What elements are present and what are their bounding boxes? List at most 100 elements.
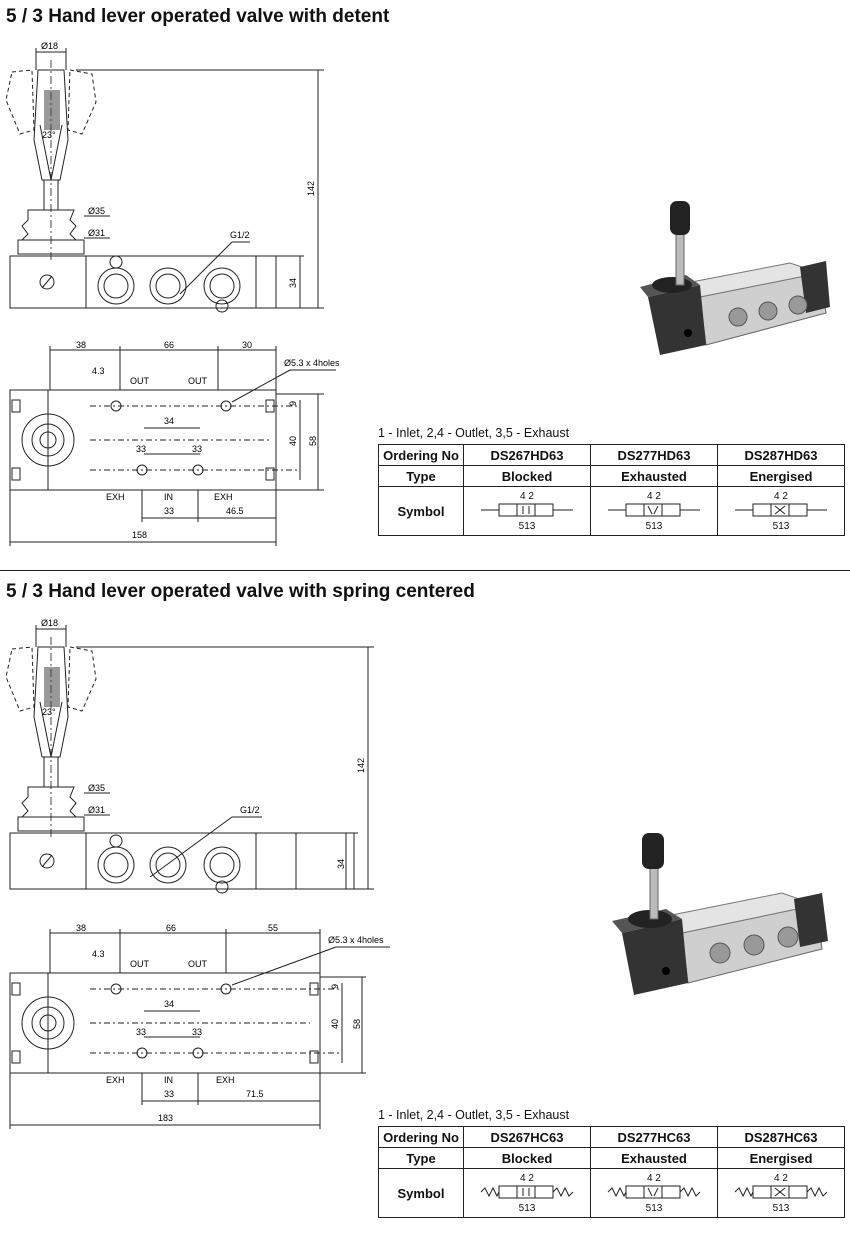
dim-length: 158 [132, 530, 147, 540]
dim-length: 183 [158, 1113, 173, 1123]
dim-9: 9 [330, 984, 340, 989]
type-cell: Blocked [463, 465, 591, 487]
dim-height: 142 [356, 758, 366, 773]
dim-66: 66 [166, 923, 176, 933]
product-photo [640, 201, 830, 355]
dim-38: 38 [76, 923, 86, 933]
type-cell: Blocked [463, 1147, 591, 1169]
type-label: Type [378, 465, 464, 487]
type-cell: Energised [717, 465, 845, 487]
type-cell: Exhausted [590, 1147, 718, 1169]
symbol-label: Symbol [378, 1168, 464, 1218]
model-cell: DS277HC63 [590, 1126, 718, 1148]
dim-body-height: 34 [336, 859, 346, 869]
symbol-cell: 4 2 513 [463, 486, 591, 536]
model-cell: DS267HD63 [463, 444, 591, 466]
symbol-ports-bottom: 513 [772, 1202, 790, 1214]
type-label: Type [378, 1147, 464, 1169]
dim-34: 34 [164, 999, 174, 1009]
label-out-2: OUT [188, 959, 208, 969]
label-out-1: OUT [130, 959, 150, 969]
label-exh-1: EXH [106, 1075, 125, 1085]
dim-boot-dia: Ø35 [88, 783, 105, 793]
valve-symbol-icon [735, 503, 827, 516]
valve-symbol-icon [480, 1185, 574, 1198]
model-cell: DS287HC63 [717, 1126, 845, 1148]
symbol-ports-top: 4 2 [647, 490, 661, 502]
section-divider [0, 570, 850, 571]
dim-9: 9 [288, 401, 298, 406]
label-exh-1: EXH [106, 492, 125, 502]
type-cell: Exhausted [590, 465, 718, 487]
label-out-1: OUT [130, 376, 150, 386]
symbol-ports-top: 4 2 [647, 1172, 661, 1184]
valve-symbol-icon [608, 503, 700, 516]
symbol-ports-top: 4 2 [774, 1172, 788, 1184]
section-title: 5 / 3 Hand lever operated valve with spr… [6, 581, 475, 602]
port-legend: 1 - Inlet, 2,4 - Outlet, 3,5 - Exhaust [378, 426, 570, 440]
dim-stem-dia: Ø18 [41, 618, 58, 628]
dim-base-dia: Ø31 [88, 805, 105, 815]
symbol-cell: 4 2 513 [590, 486, 718, 536]
dim-34: 34 [164, 416, 174, 426]
ordering-label: Ordering No [378, 1126, 464, 1148]
top-view-drawing: 38 66 55 Ø5.3 x 4holes 4.3 OUT OUT 34 33… [9, 923, 390, 1129]
type-cell: Energised [717, 1147, 845, 1169]
ordering-table: Ordering No DS267HD63 DS277HD63 DS287HD6… [378, 444, 845, 536]
symbol-ports-bottom: 513 [645, 1202, 663, 1214]
dim-43: 4.3 [92, 949, 105, 959]
dim-33b: 33 [192, 1027, 202, 1037]
side-view-drawing: Ø18 23° Ø35 Ø31 G1/2 142 34 [5, 618, 374, 894]
symbol-cell: 4 2 513 [717, 1168, 845, 1218]
symbol-ports-top: 4 2 [520, 490, 534, 502]
symbol-ports-bottom: 513 [772, 520, 790, 532]
dim-angle: 23° [42, 707, 56, 717]
symbol-ports-bottom: 513 [518, 520, 536, 532]
dim-angle: 23° [42, 130, 56, 140]
model-cell: DS287HD63 [717, 444, 845, 466]
side-view-drawing: Ø18 23° Ø35 Ø31 G1/2 142 34 [5, 41, 324, 313]
symbol-cell: 4 2 513 [590, 1168, 718, 1218]
valve-symbol-icon [607, 1185, 701, 1198]
symbol-label: Symbol [378, 486, 464, 536]
dim-33c: 33 [164, 1089, 174, 1099]
dim-40: 40 [288, 436, 298, 446]
section-title: 5 / 3 Hand lever operated valve with det… [6, 6, 390, 27]
label-in: IN [164, 1075, 173, 1085]
section-spring-centered: 5 / 3 Hand lever operated valve with spr… [0, 575, 850, 1237]
symbol-cell: 4 2 513 [717, 486, 845, 536]
dim-33a: 33 [136, 444, 146, 454]
dim-38: 38 [76, 340, 86, 350]
section-detent: 5 / 3 Hand lever operated valve with det… [0, 0, 850, 570]
valve-symbol-icon [481, 503, 573, 516]
dim-33b: 33 [192, 444, 202, 454]
label-exh-2: EXH [216, 1075, 235, 1085]
model-cell: DS267HC63 [463, 1126, 591, 1148]
ordering-label: Ordering No [378, 444, 464, 466]
dim-port-thread: G1/2 [240, 805, 260, 815]
label-in: IN [164, 492, 173, 502]
dim-66: 66 [164, 340, 174, 350]
dim-33c: 33 [164, 506, 174, 516]
dim-43: 4.3 [92, 366, 105, 376]
dim-port-thread: G1/2 [230, 230, 250, 240]
ordering-table: Ordering No DS267HC63 DS277HC63 DS287HC6… [378, 1126, 845, 1218]
symbol-ports-top: 4 2 [520, 1172, 534, 1184]
dim-stem-dia: Ø18 [41, 41, 58, 51]
dim-bottom-right: 46.5 [226, 506, 244, 516]
dim-boot-dia: Ø35 [88, 206, 105, 216]
dim-bottom-right: 71.5 [246, 1089, 264, 1099]
dim-58: 58 [308, 436, 318, 446]
top-view-drawing: 38 66 30 Ø5.3 x 4holes 4.3 OUT OUT 34 33… [9, 340, 340, 546]
dim-base-dia: Ø31 [88, 228, 105, 238]
dim-body-height: 34 [288, 278, 298, 288]
dim-height: 142 [306, 181, 316, 196]
product-photo [612, 833, 828, 995]
symbol-cell: 4 2 513 [463, 1168, 591, 1218]
dim-hole-dia: Ø5.3 x 4holes [284, 358, 340, 368]
dim-33a: 33 [136, 1027, 146, 1037]
dim-40: 40 [330, 1019, 340, 1029]
dim-right: 30 [242, 340, 252, 350]
symbol-ports-bottom: 513 [645, 520, 663, 532]
dim-right: 55 [268, 923, 278, 933]
